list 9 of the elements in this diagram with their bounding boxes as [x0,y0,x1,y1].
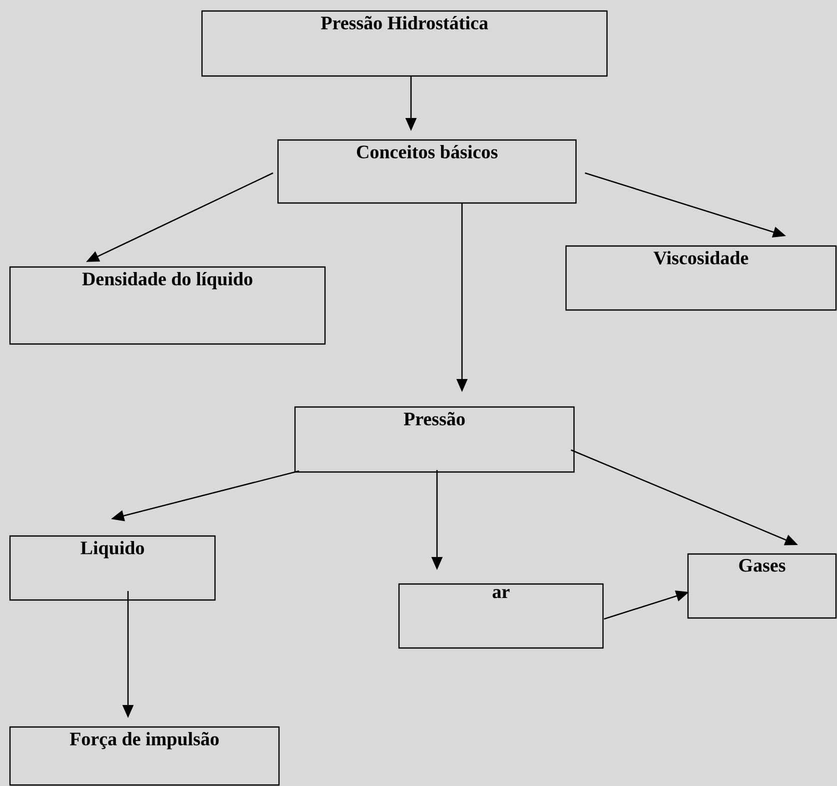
concept-box: Gases [687,553,837,619]
concept-box: Conceitos básicos [277,139,577,204]
concept-box: ar [398,583,604,649]
concept-box: Pressão Hidrostática [201,10,608,77]
concept-box: Densidade do líquido [9,266,326,345]
concept-box: Viscosidade [565,245,837,311]
concept-box: Força de impulsão [9,726,280,786]
concept-box: Liquido [9,535,216,601]
concept-box: Pressão [294,406,575,473]
